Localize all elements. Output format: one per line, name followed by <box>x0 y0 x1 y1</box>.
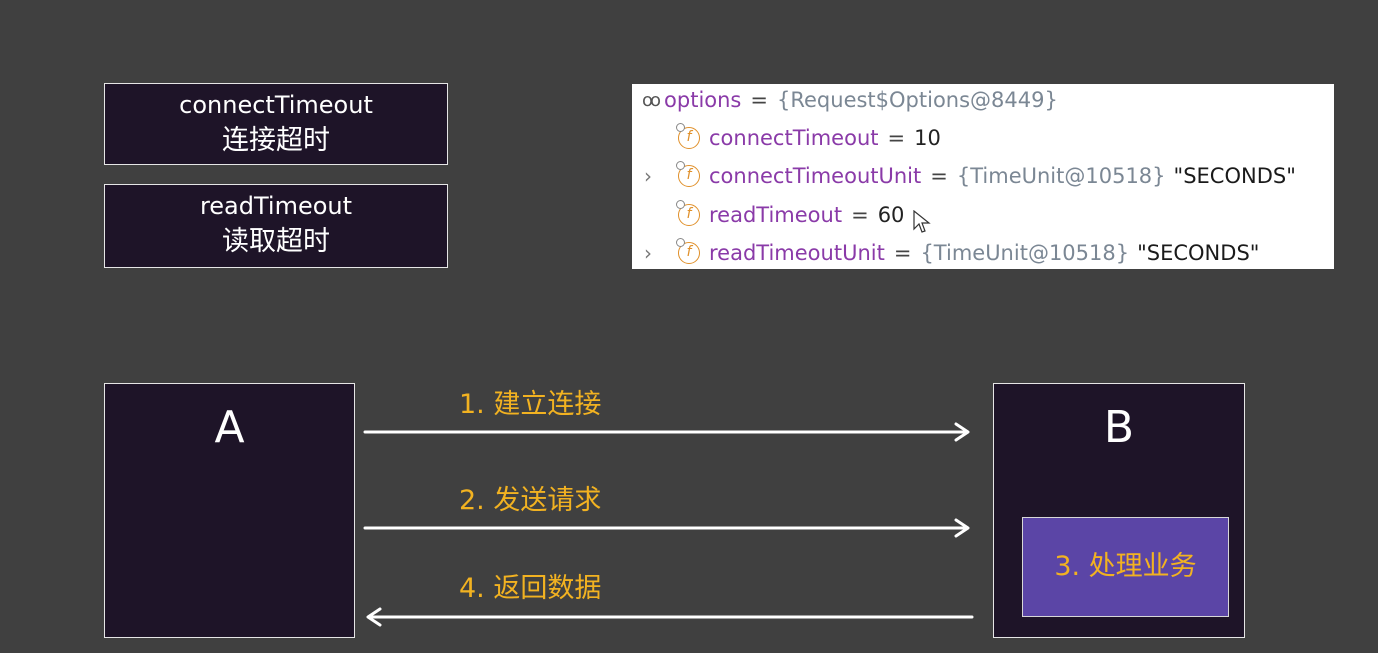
read-timeout-en: readTimeout <box>199 192 353 220</box>
connect-timeout-en: connectTimeout <box>179 91 373 119</box>
field-value: 60 <box>877 203 905 227</box>
arrowhead-connect <box>954 422 970 442</box>
field-icon: f <box>676 200 700 226</box>
field-ref: {TimeUnit@10518} <box>920 241 1130 265</box>
connect-timeout-zh: 连接超时 <box>222 125 330 156</box>
field-value: 10 <box>914 126 941 150</box>
field-name: connectTimeoutUnit <box>709 164 922 188</box>
field-icon: f <box>676 123 700 149</box>
step-4-label: 4. 返回数据 <box>459 573 602 604</box>
arrowhead-request <box>954 518 970 538</box>
debug-field-row[interactable]: f connectTimeout = 10 <box>632 122 1334 154</box>
expand-chevron-icon[interactable]: › <box>644 164 652 188</box>
connect-timeout-label-box: connectTimeout 连接超时 <box>104 83 448 165</box>
field-name: connectTimeout <box>709 126 879 150</box>
watch-glasses-icon: oo <box>642 89 661 111</box>
field-ref: {TimeUnit@10518} <box>956 164 1166 188</box>
arrowhead-response <box>366 607 382 627</box>
expand-chevron-icon[interactable]: › <box>644 241 652 265</box>
step-2-label: 2. 发送请求 <box>459 485 602 516</box>
debug-field-row[interactable]: f readTimeout = 60 <box>632 199 1334 233</box>
field-name: readTimeout <box>709 203 843 227</box>
field-icon: f <box>676 238 700 264</box>
field-icon: f <box>676 161 700 187</box>
read-timeout-zh: 读取超时 <box>222 226 330 257</box>
debug-field-row[interactable]: › f connectTimeoutUnit = {TimeUnit@10518… <box>632 160 1334 192</box>
field-eq: = <box>851 203 869 227</box>
node-a-label: A <box>214 402 245 453</box>
debug-root-row[interactable]: oo options = {Request$Options@8449} <box>642 84 1058 116</box>
root-eq: = <box>750 88 768 112</box>
field-eq: = <box>930 164 948 188</box>
field-value: "SECONDS" <box>1137 241 1260 265</box>
field-eq: = <box>893 241 912 265</box>
step-1-label: 1. 建立连接 <box>459 389 602 420</box>
mouse-cursor-icon <box>913 210 932 233</box>
field-value: "SECONDS" <box>1173 164 1296 188</box>
root-var-name: options <box>664 88 742 112</box>
root-var-value: {Request$Options@8449} <box>777 88 1058 112</box>
debugger-variables-panel: oo options = {Request$Options@8449} f co… <box>632 84 1334 269</box>
read-timeout-label-box: readTimeout 读取超时 <box>104 184 448 268</box>
field-eq: = <box>887 126 906 150</box>
node-a: A <box>104 383 355 638</box>
process-business-box: 3. 处理业务 <box>1022 517 1229 617</box>
debug-field-row[interactable]: › f readTimeoutUnit = {TimeUnit@10518} "… <box>632 237 1334 269</box>
node-b-label: B <box>1103 402 1135 453</box>
field-name: readTimeoutUnit <box>709 241 885 265</box>
